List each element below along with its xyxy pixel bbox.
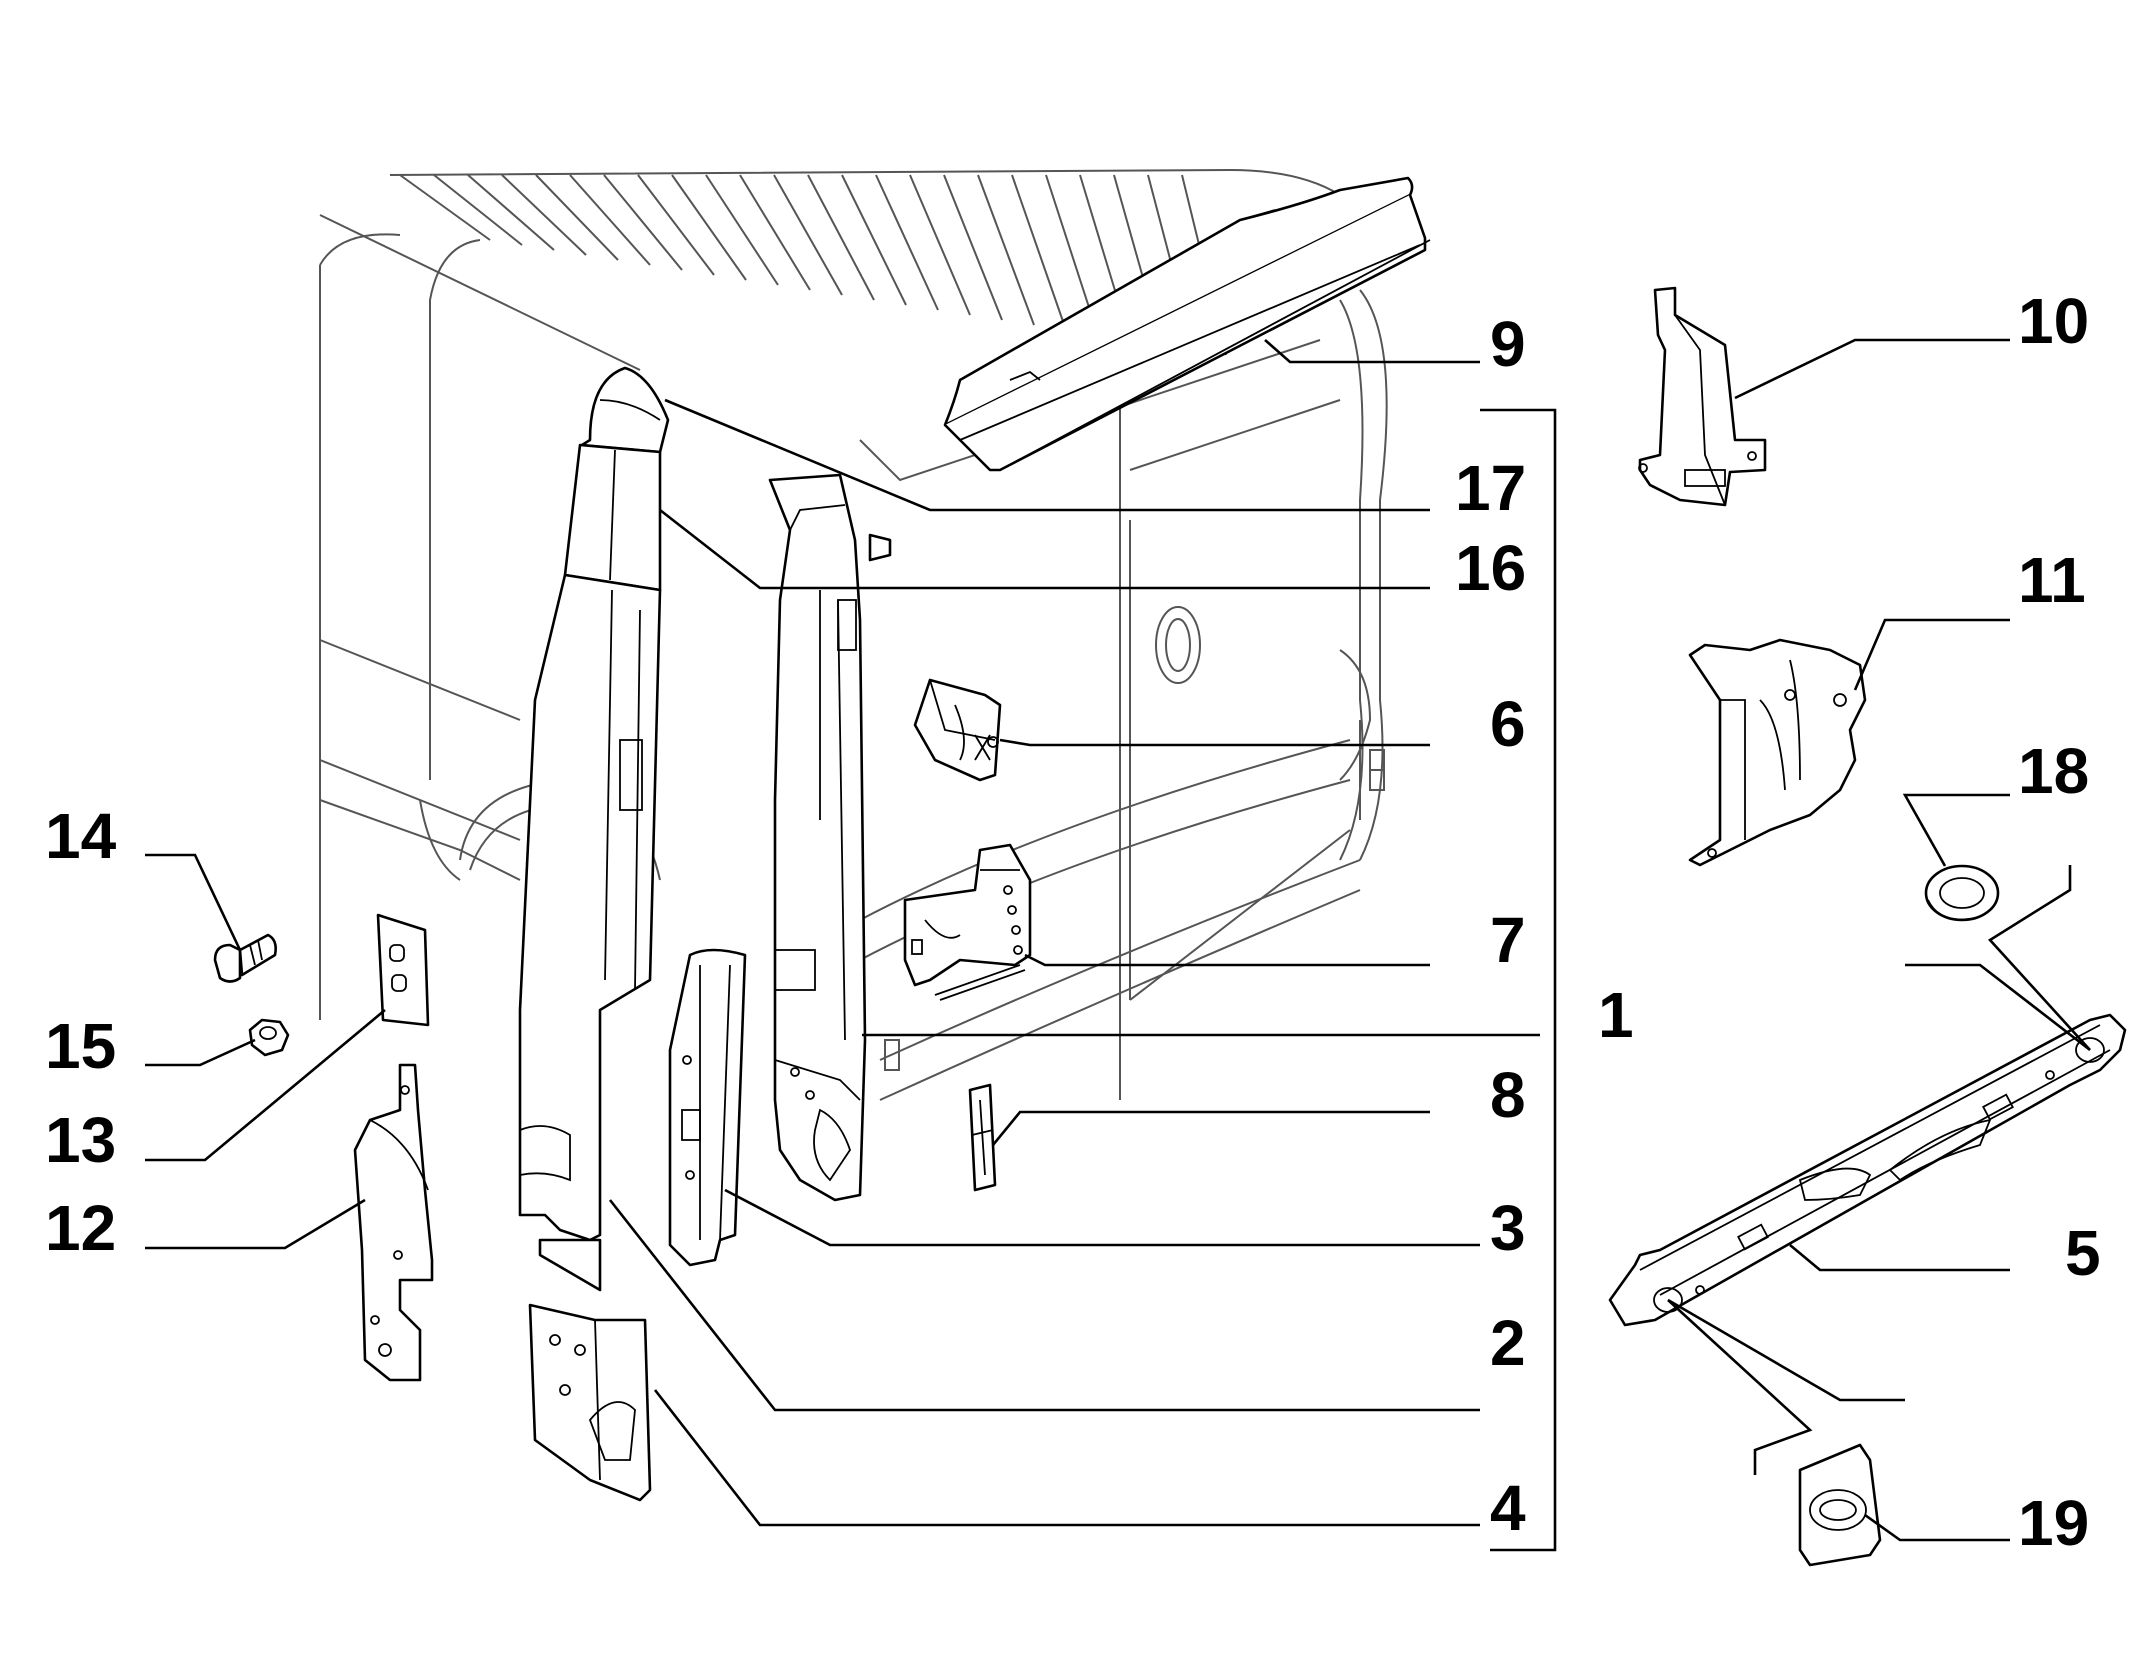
part-10-upper-bracket <box>1638 286 1767 507</box>
roof-rib <box>875 174 939 311</box>
roof-rib <box>399 174 491 241</box>
leader-lines <box>145 338 2091 1552</box>
part-18-grommet <box>1924 864 2000 922</box>
callout-6: 6 <box>1490 688 1526 760</box>
roof-rib <box>671 174 747 281</box>
callout-18: 18 <box>2018 735 2089 807</box>
part-1-right-pillar <box>768 473 892 1202</box>
part-13-small-plate <box>376 913 430 1027</box>
roof-rib <box>841 174 907 306</box>
roof-rib <box>433 174 523 246</box>
roof-rib <box>501 174 587 256</box>
roof-rib <box>535 174 619 261</box>
callout-3: 3 <box>1490 1192 1526 1264</box>
part-5-cross-member <box>1608 1013 2127 1327</box>
part-11-side-bracket <box>1688 638 1867 867</box>
callout-9: 9 <box>1490 308 1526 380</box>
part-2-main-pillar <box>518 573 662 1292</box>
part-16-upper-pillar <box>563 443 662 592</box>
callout-12: 12 <box>45 1192 116 1264</box>
callout-4: 4 <box>1490 1472 1526 1544</box>
part-19-plug-cover <box>1798 1443 1882 1567</box>
roof-rib <box>705 174 779 286</box>
callout-16: 16 <box>1455 532 1526 604</box>
callout-5: 5 <box>2065 1217 2101 1289</box>
part-17-pillar-cap <box>580 366 670 454</box>
callout-10: 10 <box>2018 285 2089 357</box>
callout-2: 2 <box>1490 1307 1526 1379</box>
roof-rib <box>909 174 971 316</box>
callout-19: 19 <box>2018 1487 2089 1559</box>
roof-rib <box>1011 174 1067 331</box>
callout-11: 11 <box>2018 544 2086 616</box>
part-15-nut <box>248 1018 290 1057</box>
part-4-lower-bracket <box>528 1303 652 1502</box>
callout-14: 14 <box>45 800 117 872</box>
part-6-bracket <box>913 678 1002 782</box>
roof-rib <box>569 174 651 266</box>
roof-rib <box>977 174 1035 326</box>
part-14-bolt <box>213 933 277 983</box>
callout-labels: 9 10 17 16 11 6 18 14 7 1 15 8 13 5 12 3… <box>45 285 2101 1559</box>
callout-17: 17 <box>1455 452 1526 524</box>
callout-7: 7 <box>1490 904 1526 976</box>
roof-rib <box>603 174 683 271</box>
roof-rib <box>739 174 811 291</box>
roof-rib <box>943 174 1003 321</box>
callout-8: 8 <box>1490 1059 1526 1131</box>
roof-rib <box>773 174 843 296</box>
roof-rib <box>467 174 555 251</box>
part-7-door-bracket <box>903 843 1032 1001</box>
part-9-roof-rail <box>943 176 1431 472</box>
roof-rib <box>637 174 715 276</box>
part-3-lower-inner-pillar <box>668 948 747 1267</box>
part-8-clip <box>968 1083 997 1192</box>
part-12-long-plate <box>353 1063 434 1382</box>
callout-13: 13 <box>45 1104 116 1176</box>
callout-15: 15 <box>45 1010 116 1082</box>
roof-rib <box>807 174 875 301</box>
callout-1: 1 <box>1598 979 1634 1051</box>
